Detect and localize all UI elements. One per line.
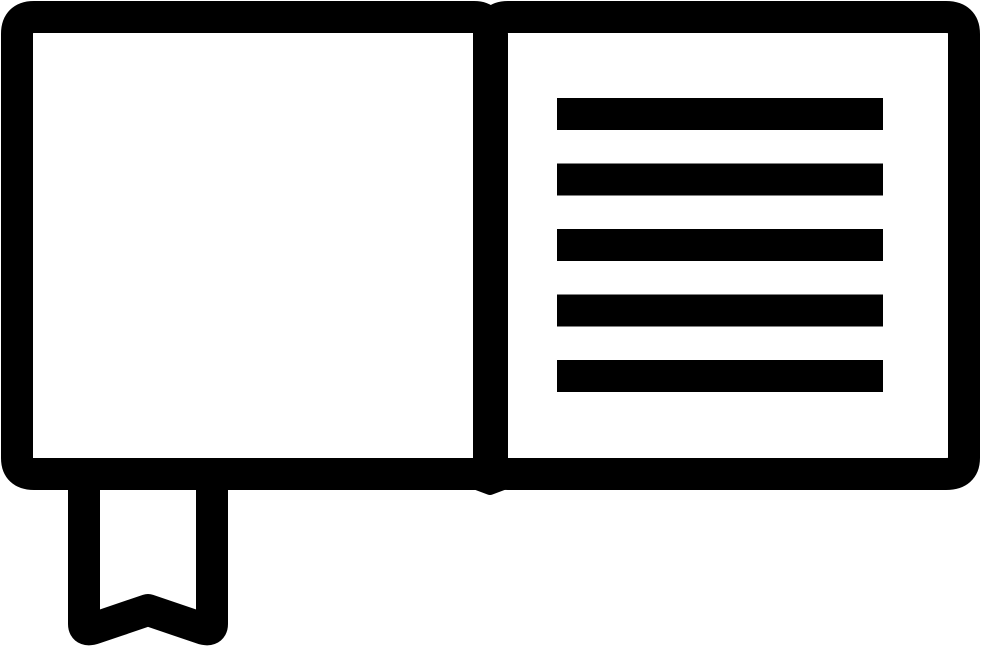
spine-top-icon — [471, 1, 509, 21]
text-line-icon — [557, 98, 883, 130]
spine-bottom-icon — [471, 475, 509, 495]
text-lines-icon — [557, 98, 883, 392]
text-line-icon — [557, 229, 883, 261]
left-page-icon — [1, 1, 505, 490]
text-line-icon — [557, 163, 883, 196]
text-line-icon — [557, 360, 883, 392]
text-line-icon — [557, 294, 883, 327]
bookmark-ribbon-icon — [68, 476, 228, 646]
